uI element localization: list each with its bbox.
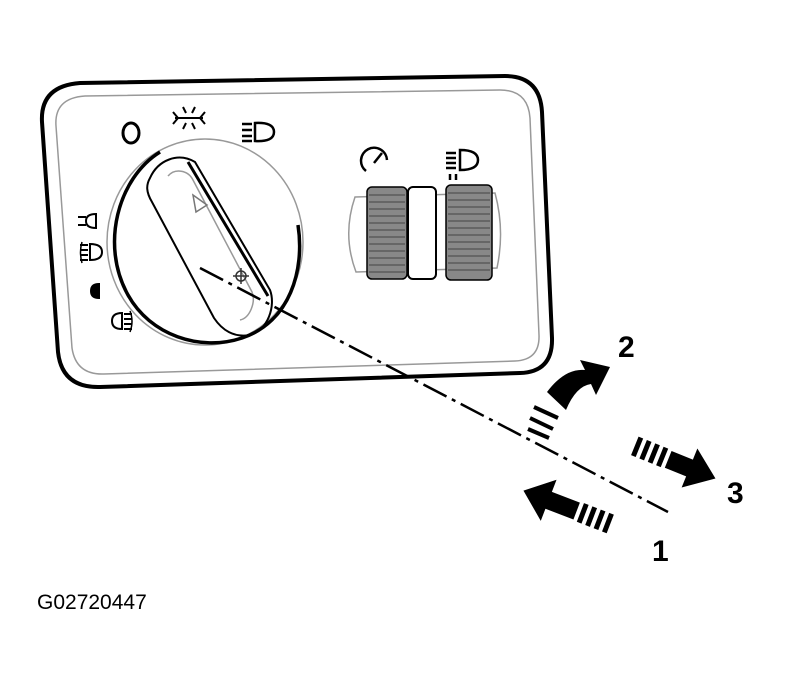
side-marker-icon (89, 282, 100, 300)
knob-pointer-grip (146, 156, 273, 337)
knob-outer-ring (106, 138, 304, 346)
interior-lamp-icon (446, 148, 480, 180)
parking-lights-icon (172, 106, 206, 130)
thumbwheel-right (445, 184, 493, 281)
thumbwheel-divider (407, 186, 437, 280)
pull-arrow (631, 436, 716, 488)
turn-arrow (527, 360, 610, 440)
callout-3: 3 (727, 477, 744, 510)
thumbwheel-assembly[interactable] (348, 184, 502, 281)
off-icon (121, 121, 141, 145)
headlamp-icon (242, 121, 276, 143)
front-fog-icon (79, 241, 104, 264)
switch-bezel-inner (55, 89, 540, 375)
knob-pointer-edge (186, 161, 270, 297)
knob-axis-line (199, 266, 669, 514)
switch-bezel (39, 73, 555, 390)
knob-outline (112, 150, 302, 345)
callout-2: 2 (618, 331, 635, 364)
rotary-knob[interactable] (106, 138, 304, 346)
panel-dimmer-icon (359, 146, 389, 172)
knob-arrow-mark (191, 193, 209, 214)
rear-fog-icon (78, 212, 97, 230)
auto-lamp-icon (233, 268, 249, 284)
callout-1: 1 (652, 535, 669, 568)
knob-pointer-inner (167, 170, 254, 321)
front-fog-icon-2 (110, 310, 133, 333)
push-arrow (523, 479, 614, 534)
thumbwheel-housing (348, 192, 502, 273)
figure-id: G02720447 (37, 591, 147, 614)
